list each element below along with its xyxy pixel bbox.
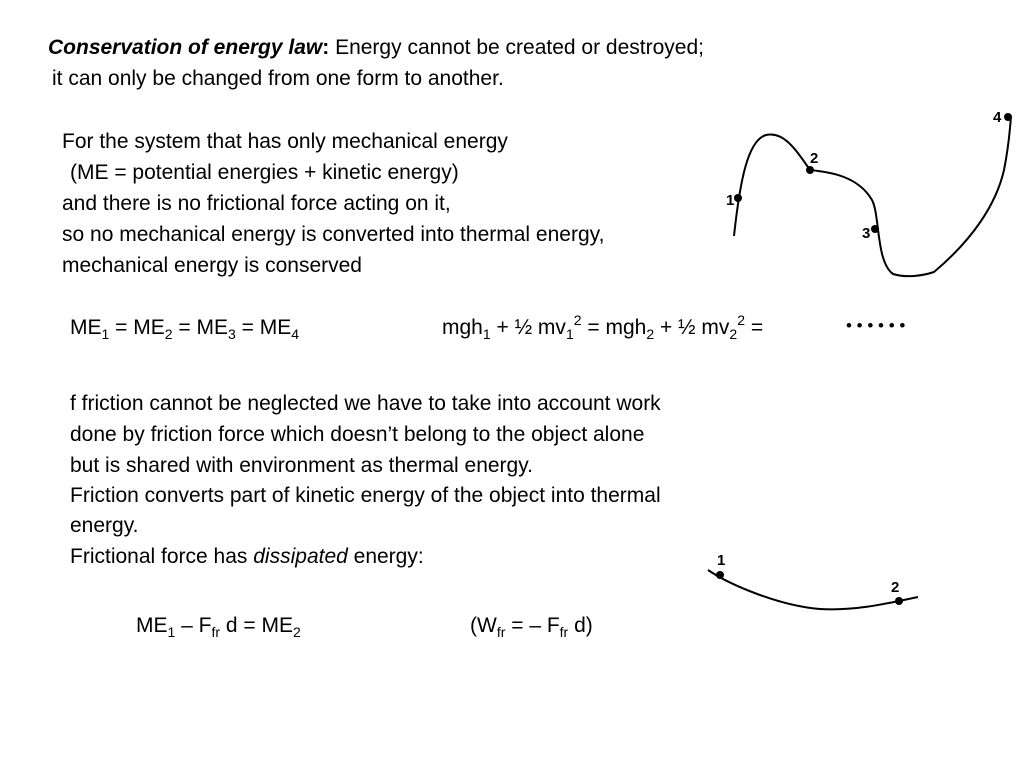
track-label-3: 3 [862, 225, 870, 242]
friction-line-1: f friction cannot be neglected we have t… [70, 392, 661, 415]
track-point-1 [734, 194, 742, 202]
law-line-1: Conservation of energy law: Energy canno… [48, 32, 704, 63]
friction-line-5: energy. [70, 514, 139, 537]
friction-label-2: 2 [891, 579, 899, 596]
track-point-4 [1004, 113, 1012, 121]
friction-curve [707, 569, 919, 611]
track-label-2: 2 [810, 150, 818, 167]
me-equality-equation: ME1 = ME2 = ME3 = ME4 [70, 316, 299, 342]
track-point-2 [806, 166, 814, 174]
friction-line-3: but is shared with environment as therma… [70, 454, 534, 477]
friction-work-equation: (Wfr = – Ffr d) [470, 614, 593, 640]
friction-energy-equation: ME1 – Ffr d = ME2 [136, 614, 301, 640]
law-title: Conservation of energy law [48, 36, 323, 59]
intro-line-2: (ME = potential energies + kinetic energ… [70, 161, 459, 184]
friction-point-2 [895, 597, 903, 605]
intro-line-1: For the system that has only mechanical … [62, 130, 508, 153]
friction-label-1: 1 [717, 552, 725, 569]
track-point-3 [871, 225, 879, 233]
law-text-1: Energy cannot be created or destroyed; [329, 36, 704, 59]
law-line-2: it can only be changed from one form to … [52, 67, 504, 90]
friction-line-4: Friction converts part of kinetic energy… [70, 484, 661, 507]
energy-expression-equation: mgh1 + ½ mv12 = mgh2 + ½ mv22 = [442, 312, 764, 342]
track-label-1: 1 [726, 192, 734, 209]
intro-line-3: and there is no frictional force acting … [62, 192, 451, 215]
friction-line-6: Frictional force has dissipated energy: [70, 545, 424, 568]
friction-point-1 [716, 571, 724, 579]
law-colon: : [322, 36, 330, 59]
intro-line-4: so no mechanical energy is converted int… [62, 223, 605, 246]
intro-line-5: mechanical energy is conserved [62, 254, 362, 277]
track-label-4: 4 [993, 109, 1002, 126]
track-curve [733, 115, 1012, 278]
friction-line-2: done by friction force which doesn’t bel… [70, 423, 645, 446]
continuation-dots: • • • • • • [846, 316, 906, 335]
dissipated-emphasis: dissipated [253, 545, 348, 568]
